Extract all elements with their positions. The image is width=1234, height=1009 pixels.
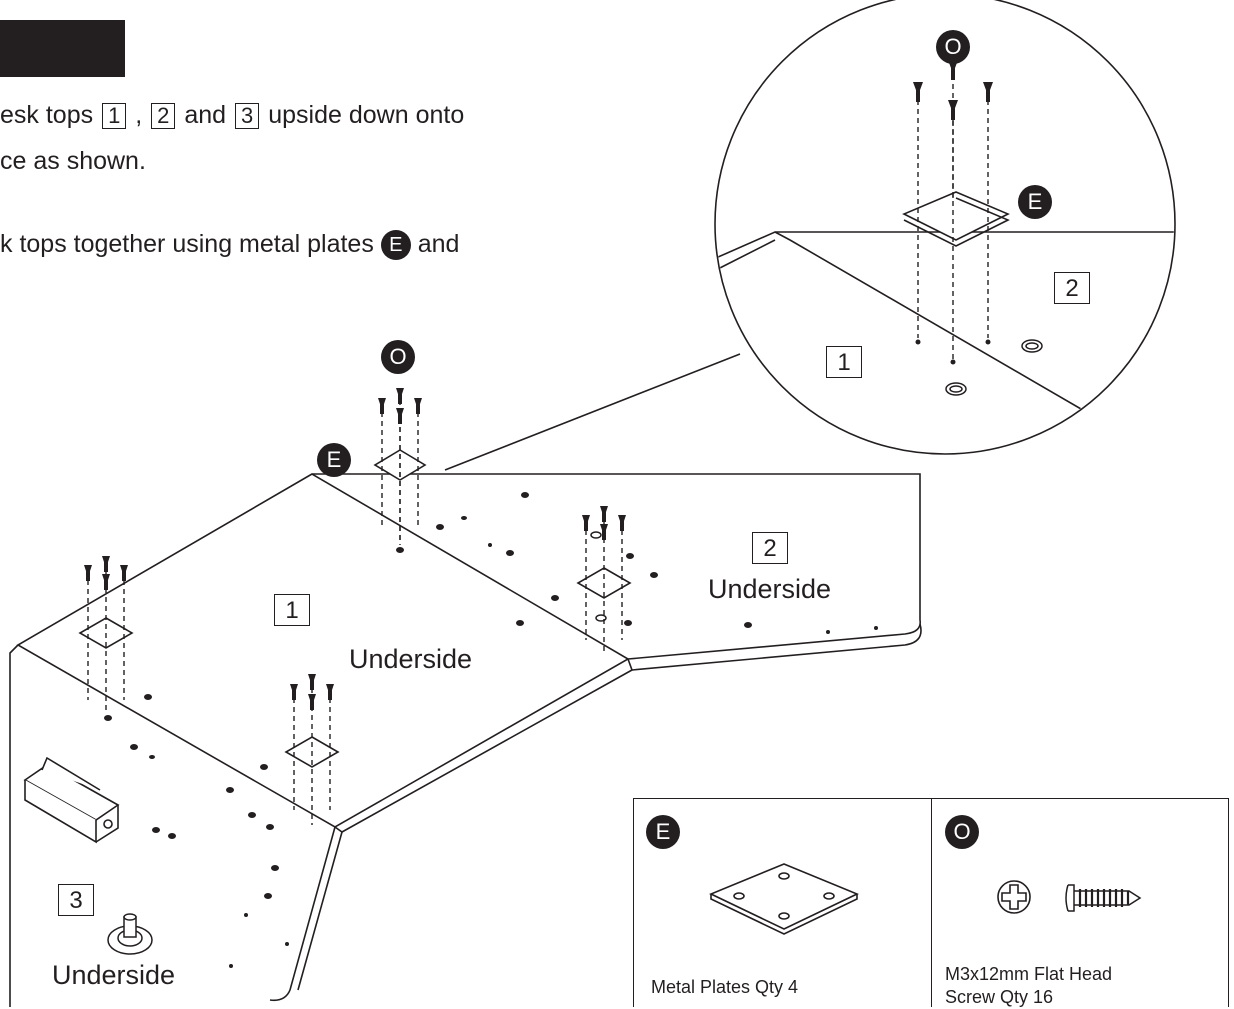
instruction-text: k tops together using metal plates xyxy=(0,230,374,258)
ref-box-2: 2 xyxy=(151,103,176,130)
zoom-ref-box-1: 1 xyxy=(826,346,862,378)
pre-drilled-holes xyxy=(104,339,991,968)
plate-badge-main: E xyxy=(317,443,351,477)
parts-list-box: E Metal Plates Qty 4 O M3x12mm Flat Head… xyxy=(633,798,1229,1007)
part-o-caption-line-1: M3x12mm Flat Head xyxy=(945,964,1113,984)
top3-underside-label: Underside xyxy=(52,960,176,990)
screw-badge-zoom: O xyxy=(936,30,970,64)
step-header-tab xyxy=(0,20,125,77)
metal-plates xyxy=(78,191,1010,768)
instruction-text: esk tops xyxy=(0,101,94,129)
screw-guide-lines xyxy=(87,75,989,825)
instruction-text: upside down onto xyxy=(268,101,465,129)
part-e-badge: E xyxy=(646,815,680,849)
part-e-caption: Metal Plates Qty 4 xyxy=(651,977,799,997)
parts-divider xyxy=(931,799,932,1007)
desk-tops-outline xyxy=(9,473,922,1007)
zoom-ref-box-2: 2 xyxy=(1054,272,1090,304)
leveling-foot xyxy=(107,913,153,955)
top2-ref-box: 2 xyxy=(752,532,788,564)
part-o-badge: O xyxy=(945,815,979,849)
screw-badge-main: O xyxy=(381,340,415,374)
top1-underside-label: Underside xyxy=(349,644,473,674)
instruction-and: and xyxy=(417,230,460,258)
instruction-line-3: k tops together using metal plates E and xyxy=(0,229,460,261)
screw-side-icon xyxy=(1065,884,1142,912)
top3-ref-box: 3 xyxy=(58,884,94,916)
plate-badge-zoom: E xyxy=(1018,185,1052,219)
metal-plate-icon xyxy=(709,863,859,935)
ref-box-3: 3 xyxy=(235,103,260,130)
phillips-head-icon xyxy=(997,880,1031,914)
zoom-detail-circle xyxy=(444,0,1176,471)
instruction-line-2: ce as shown. xyxy=(0,147,146,175)
plate-badge-inline: E xyxy=(380,230,411,261)
instruction-comma: , xyxy=(135,101,143,129)
control-box xyxy=(23,756,120,844)
ref-box-1: 1 xyxy=(102,103,127,130)
instruction-line-1: esk tops 1 , 2 and 3 upside down onto xyxy=(0,100,464,130)
top2-underside-label: Underside xyxy=(708,574,832,604)
grommet-holes xyxy=(590,339,1043,622)
instruction-and: and xyxy=(184,101,227,129)
part-o-caption-line-2: Screw Qty 16 xyxy=(945,987,1054,1007)
top1-ref-box: 1 xyxy=(274,594,310,626)
part-o-caption: M3x12mm Flat Head Screw Qty 16 xyxy=(945,963,1112,1009)
screws xyxy=(84,60,993,710)
